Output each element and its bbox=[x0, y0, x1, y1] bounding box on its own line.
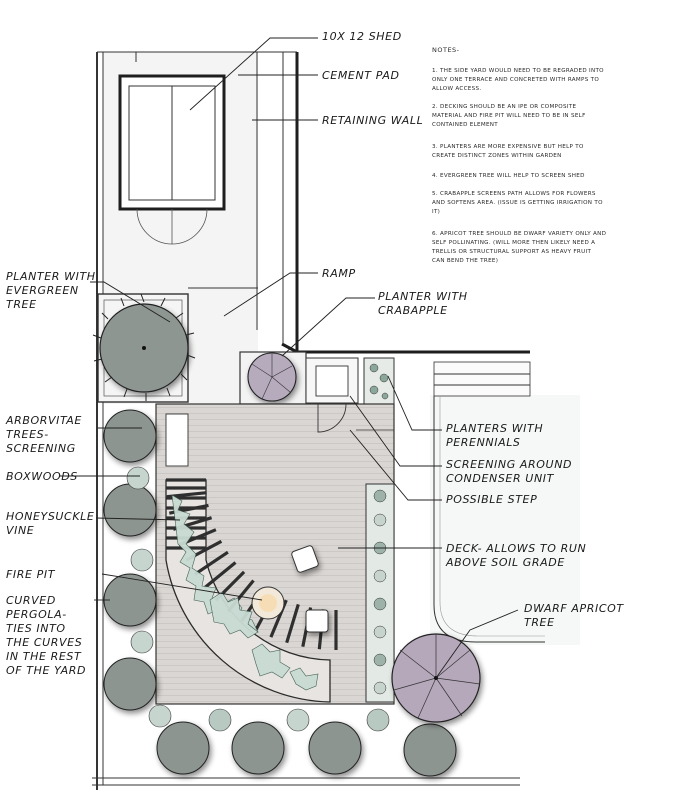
note-5b: and softens area. (issue is getting irri… bbox=[432, 200, 603, 206]
label-arborvitae-3: screening bbox=[6, 442, 76, 455]
boxwood-shrub bbox=[130, 548, 154, 572]
label-condenser-screening: Screening around bbox=[446, 458, 572, 471]
arborvitae-tree bbox=[103, 409, 157, 463]
patio-edge bbox=[433, 361, 545, 643]
arborvitae-tree bbox=[103, 657, 157, 711]
note-1c: allow access. bbox=[432, 86, 481, 92]
label-condenser-screening-2: condenser unit bbox=[446, 472, 555, 485]
retaining-wall bbox=[188, 52, 530, 354]
note-4: 4. Evergreen tree will help to screen sh… bbox=[432, 173, 585, 179]
label-curved-pergola-2: pergola- bbox=[6, 608, 67, 621]
note-5: 5. Crabapple screens path allows for flo… bbox=[432, 191, 596, 197]
note-3: 3. Planters are more expensive but help … bbox=[432, 144, 584, 150]
boxwoods bbox=[126, 466, 390, 732]
property-boundary bbox=[92, 51, 520, 790]
perennial-plants bbox=[373, 489, 387, 695]
pergola-rafter bbox=[285, 603, 300, 644]
label-curved-pergola: Curved bbox=[6, 594, 56, 607]
arborvitae-trees bbox=[103, 409, 457, 777]
note-6: 6. Apricot tree should be dwarf variety … bbox=[432, 231, 606, 237]
label-curved-pergola-3: ties into bbox=[6, 622, 66, 635]
boxwood-shrub bbox=[148, 704, 172, 728]
note-1b: only one terrace and concreted with ramp… bbox=[432, 77, 599, 83]
label-deck: Deck- allows to run bbox=[446, 542, 586, 555]
label-honeysuckle: Honeysuckle bbox=[6, 510, 94, 523]
arborvitae-tree bbox=[308, 721, 362, 775]
note-2c: contained element bbox=[432, 122, 498, 128]
label-cement-pad: Cement Pad bbox=[322, 69, 400, 82]
arborvitae-tree bbox=[156, 721, 210, 775]
note-6d: can bend the tree) bbox=[432, 258, 498, 264]
note-1: 1. The side yard would need to be regrad… bbox=[432, 68, 604, 74]
label-planter-crabapple-2: crabapple bbox=[378, 304, 448, 317]
arborvitae-tree bbox=[403, 723, 457, 777]
label-shed: 10X 12 Shed bbox=[322, 30, 402, 43]
design-notes: Notes- 1. The side yard would need to be… bbox=[431, 46, 606, 264]
label-boxwoods: Boxwoods bbox=[6, 470, 78, 483]
condenser-unit bbox=[315, 365, 349, 397]
label-planter-evergreen-3: tree bbox=[6, 298, 37, 311]
label-retaining-wall: Retaining Wall bbox=[322, 114, 423, 127]
fire-pit bbox=[251, 586, 285, 620]
shed bbox=[118, 74, 226, 245]
boxwood-shrub bbox=[366, 708, 390, 732]
arborvitae-tree bbox=[103, 483, 157, 537]
note-3b: create distinct zones within garden bbox=[432, 153, 562, 159]
arborvitae-tree bbox=[231, 721, 285, 775]
label-planter-crabapple: Planter with bbox=[378, 290, 468, 303]
note-2: 2. Decking should be an Ipe or composite bbox=[432, 104, 577, 110]
plan-labels: 10X 12 Shed Cement Pad Retaining Wall Pl… bbox=[5, 30, 624, 677]
label-possible-step: Possible step bbox=[446, 493, 537, 506]
label-curved-pergola-4: the curves bbox=[6, 636, 82, 649]
label-deck-2: above soil grade bbox=[445, 556, 565, 569]
note-2b: material and fire pit will need to be in… bbox=[432, 113, 586, 119]
deck-chairs bbox=[291, 545, 329, 633]
label-planter-evergreen: Planter with bbox=[6, 270, 96, 283]
boxwood-shrub bbox=[208, 708, 232, 732]
notes-heading: Notes- bbox=[432, 46, 460, 54]
planter-perennials-upper bbox=[363, 357, 395, 405]
label-dwarf-apricot-2: tree bbox=[524, 616, 555, 629]
label-ramp: Ramp bbox=[322, 267, 356, 280]
label-planters-perennials: Planters with bbox=[446, 422, 543, 435]
label-planters-perennials-2: perennials bbox=[446, 436, 521, 449]
label-dwarf-apricot: Dwarf apricot bbox=[524, 602, 624, 615]
label-fire-pit: Fire pit bbox=[6, 568, 56, 581]
boxwood-shrub bbox=[130, 630, 154, 654]
pergola-rafter bbox=[203, 561, 237, 590]
label-planter-evergreen-2: evergreen bbox=[6, 284, 79, 297]
curved-pergola bbox=[165, 478, 338, 703]
deck-bench bbox=[165, 413, 189, 467]
note-5c: it) bbox=[432, 209, 440, 215]
label-honeysuckle-2: vine bbox=[6, 524, 34, 537]
boxwood-shrub bbox=[286, 708, 310, 732]
label-arborvitae-2: trees- bbox=[6, 428, 49, 441]
honeysuckle-vine-on-pergola bbox=[171, 494, 319, 691]
deck-door bbox=[317, 403, 347, 433]
label-leaders bbox=[60, 37, 519, 679]
pergola-rafter bbox=[193, 550, 229, 576]
lawn-wash bbox=[430, 395, 580, 645]
evergreen-tree-spikes bbox=[92, 293, 196, 401]
note-6c: trellis or structural support as heavy f… bbox=[431, 249, 591, 255]
label-curved-pergola-5: in the rest bbox=[6, 650, 82, 663]
label-arborvitae: Arborvitae bbox=[5, 414, 82, 427]
note-6b: self pollinating. (will more then likely… bbox=[432, 240, 595, 246]
label-curved-pergola-6: of the yard bbox=[6, 664, 86, 677]
boxwood-shrub bbox=[126, 466, 150, 490]
